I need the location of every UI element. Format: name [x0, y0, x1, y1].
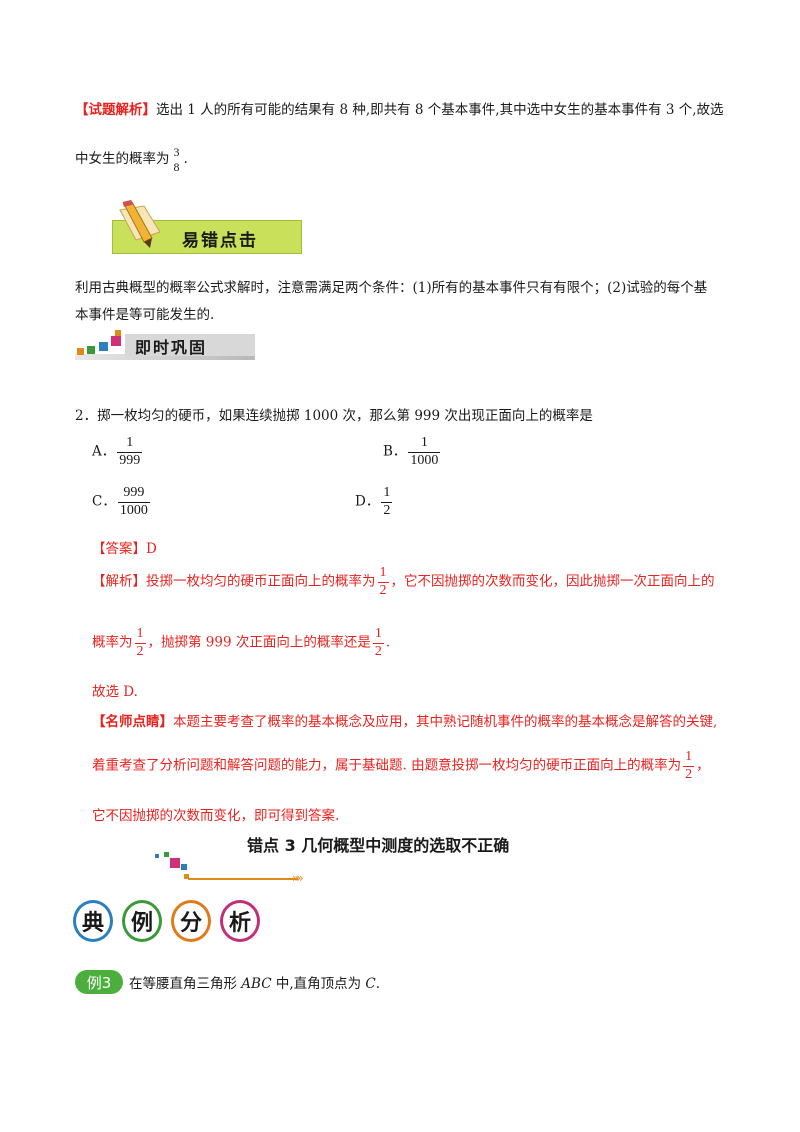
answer-tag: 【答案】 [92, 541, 146, 557]
trial-analysis-tag: 【试题解析】 [75, 102, 156, 118]
teacher-note-tag: 【名师点睛】 [92, 714, 173, 730]
consolidate-banner-label: 即时巩固 [135, 338, 208, 357]
question-stem: 2．掷一枚均匀的硬币，如果连续抛掷 1000 次，那么第 999 次出现正面向上… [75, 408, 593, 424]
teacher-note-line1: 【名师点睛】本题主要考查了概率的基本概念及应用，其中熟记随机事件的概率的基本概念… [92, 714, 718, 730]
example-char-3: 分 [171, 900, 211, 942]
example-char-1: 典 [73, 900, 113, 942]
example-text: 在等腰直角三角形 ABC 中,直角顶点为 C. [129, 976, 381, 992]
error-banner-label: 易错点击 [182, 231, 258, 251]
analysis-tag: 【解析】 [92, 573, 146, 590]
answer-line: 【答案】D [92, 537, 157, 557]
example-char-4: 析 [220, 900, 260, 942]
teacher-note-line3: 它不因抛掷的次数而变化，即可得到答案. [92, 808, 340, 824]
example-analysis-header: 典 例 分 析 [73, 900, 269, 942]
example-3: 例3 在等腰直角三角形 ABC 中,直角顶点为 C. [75, 970, 380, 994]
teacher-note-line2: 着重考查了分析问题和解答问题的能力，属于基础题. 由题意投掷一枚均匀的硬币正面向… [92, 749, 710, 782]
decorative-arrow: »» [150, 850, 310, 890]
analysis-conclusion: 故选 D. [92, 684, 138, 700]
error-note-line2: 本事件是等可能发生的. [75, 307, 215, 323]
pencil-icon [119, 200, 161, 248]
consolidate-banner: 即时巩固 [75, 330, 255, 364]
section-title: 错点 3 几何概型中测度的选取不正确 [247, 836, 510, 855]
example-char-2: 例 [122, 900, 162, 942]
example-badge: 例3 [75, 970, 123, 994]
error-banner: 易错点击 [112, 200, 302, 256]
error-note-line1: 利用古典概型的概率公式求解时，注意需满足两个条件：(1)所有的基本事件只有有限个… [75, 280, 708, 296]
answer-value: D [146, 541, 157, 557]
trial-analysis-line1: 【试题解析】选出 1 人的所有可能的结果有 8 种,即共有 8 个基本事件,其中… [75, 102, 724, 118]
